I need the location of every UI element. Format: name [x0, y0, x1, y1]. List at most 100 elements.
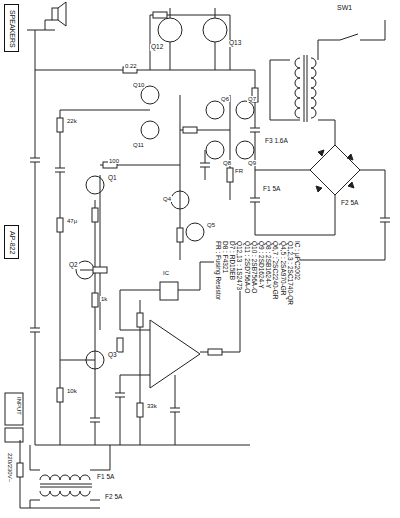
part-label: Q9: [247, 160, 257, 166]
speaker-symbol: [58, 2, 66, 26]
part-label: 47μ: [66, 218, 78, 224]
resistor-symbol: [93, 267, 107, 273]
parts-list-row: Q12,13 : 1S2473: [236, 240, 243, 291]
transistor-symbol: [186, 223, 204, 241]
part-label: F3 1.6A: [264, 138, 289, 145]
opamp-symbol: [150, 320, 200, 388]
transformer-windings: [40, 58, 316, 496]
part-label: F1 5A: [262, 186, 281, 193]
passive-parts: [17, 12, 390, 477]
capacitor-gap: [250, 128, 260, 132]
jack-symbol: [5, 428, 23, 442]
resistor-symbol: [183, 127, 197, 133]
part-label: 33k: [146, 403, 158, 409]
transistor-symbol: [141, 121, 159, 139]
part-label: F2 5A: [340, 200, 359, 207]
resistor-symbol: [57, 388, 63, 402]
part-label: IC: [162, 270, 170, 276]
part-label: 22k: [66, 118, 78, 124]
part-label: Q2: [68, 262, 79, 269]
board-band: AP-822: [4, 225, 19, 259]
transistor-symbol: [158, 18, 182, 42]
parts-list-row: Q8 : 2SB1624-Y: [265, 240, 272, 289]
capacitor-symbol: [115, 393, 125, 397]
resistor-symbol: [17, 463, 23, 477]
transistor-symbol: [171, 191, 189, 209]
transistor-symbol: [236, 141, 254, 159]
part-label: Q13: [228, 40, 242, 47]
parts: [5, 2, 360, 487]
resistor-symbol: [92, 293, 98, 307]
part-label: Q5: [206, 222, 216, 228]
capacitor-symbol: [55, 168, 65, 172]
resistor-symbol: [137, 313, 143, 327]
coil-winding: [311, 58, 316, 118]
resistor-symbol: [92, 208, 98, 222]
capacitor-symbol: [250, 128, 260, 132]
coil-winding: [40, 491, 90, 496]
parts-list-row: Q10 : 2SB756A-O: [250, 240, 257, 294]
parts-list-row: FR : Fusing Resistor: [214, 240, 221, 301]
node-label: SPEAKERS: [9, 10, 16, 48]
resistor-symbol: [177, 228, 183, 242]
wire: [45, 20, 55, 30]
part-label: Q11: [132, 142, 145, 148]
resistor-symbol: [57, 118, 63, 132]
capacitor-gap: [115, 393, 125, 397]
node-label: AP-822: [9, 231, 16, 254]
part-label: Q10: [132, 82, 145, 88]
parts-list-row: D8 : F4321: [222, 240, 229, 274]
part-label: F1 5A: [96, 474, 115, 481]
resistor-symbol: [153, 12, 167, 18]
switch-symbol: [340, 34, 358, 40]
wire: [150, 8, 230, 70]
part-label: F2 5A: [104, 494, 123, 501]
part-label: INPUT: [16, 396, 22, 416]
capacitor-gap: [380, 218, 390, 222]
transistor-symbol: [203, 18, 227, 42]
wire: [180, 95, 230, 260]
resistor-symbol: [227, 168, 233, 182]
transistor-symbol: [76, 261, 94, 279]
part-label: Q1: [107, 175, 118, 182]
parts-list-row: Q6,7 : 2SC2240-GR: [272, 240, 279, 301]
part-label: Q4: [162, 196, 172, 202]
capacitor-gap: [30, 328, 40, 332]
part-label: 10k: [66, 388, 78, 394]
part-label: Q3: [107, 352, 118, 359]
capacitor-gap: [200, 163, 210, 167]
wire: [270, 20, 385, 120]
parts-list-row: Q4,5 : 2SA970-GR: [279, 240, 286, 297]
resistor-symbol: [137, 403, 143, 417]
part-label: Q12: [150, 44, 164, 51]
capacitor-symbol: [170, 408, 180, 412]
part-label: Q8: [222, 160, 232, 166]
parts-list-row: Q9 : 2SD1624-Y: [258, 240, 265, 290]
parts-list-row: Q1,2,3 : 2SC1740-QR: [286, 240, 293, 306]
jack-symbol: [5, 393, 23, 425]
capacitor-gap: [90, 418, 100, 422]
capacitor-gap: [55, 168, 65, 172]
coil-winding: [40, 475, 90, 480]
transformer-core: [40, 55, 307, 487]
capacitor-gap: [170, 408, 180, 412]
transistor-symbol: [206, 141, 224, 159]
bridge-rectifier: [310, 145, 360, 195]
resistor-symbol: [117, 338, 123, 352]
capacitor-gap: [250, 198, 260, 202]
parts-list-row: D7 : RD15EB: [229, 240, 236, 281]
wires: [20, 8, 385, 508]
capacitor-symbol: [380, 218, 390, 222]
part-label: 220/230V~: [7, 452, 13, 483]
connector-box: SPEAKERS: [4, 4, 19, 52]
ic-package: [160, 282, 178, 300]
capacitor-symbol: [250, 198, 260, 202]
capacitor-gap: [30, 158, 40, 162]
parts-list-row: Q11 : 2SD756A-O: [243, 240, 250, 294]
part-label: FR: [234, 168, 244, 174]
capacitor-symbol: [30, 328, 40, 332]
transistor-symbol: [206, 101, 224, 119]
